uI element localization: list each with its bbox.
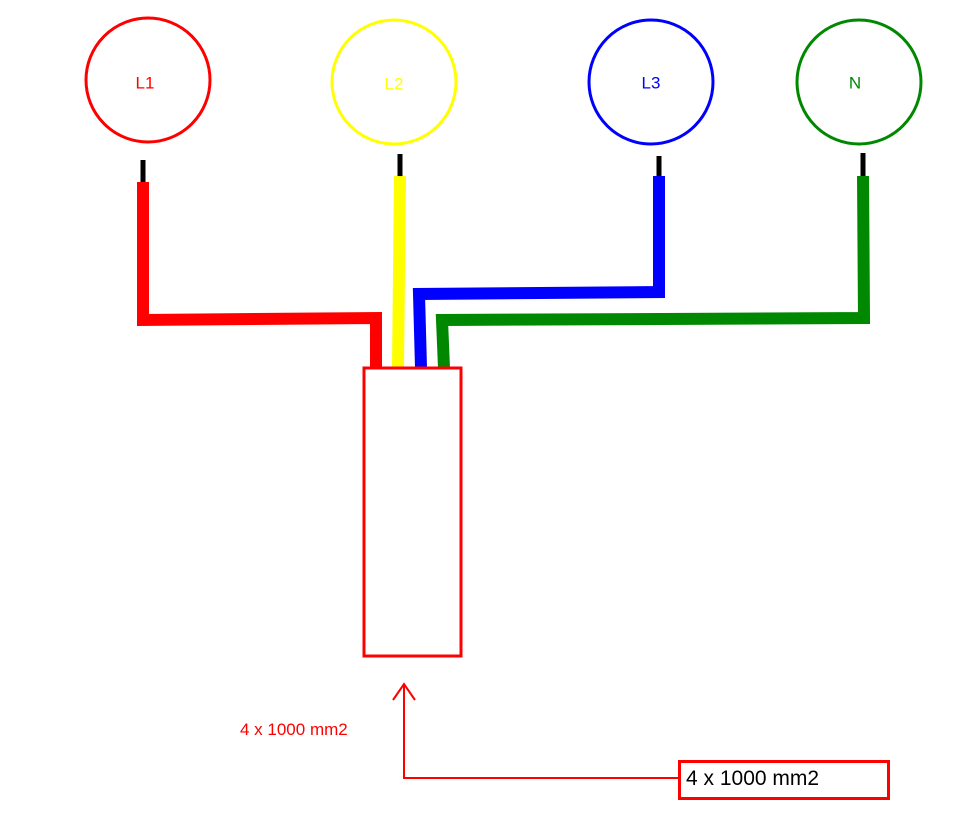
cable-arrow-line	[403, 684, 678, 779]
cable-note: 4 x 1000 mm2	[240, 720, 348, 739]
terminal-l1-circle	[84, 16, 212, 144]
conductor-l2	[392, 175, 406, 369]
cable-arrow-head	[392, 682, 416, 701]
conductor-n	[435, 175, 871, 369]
cable-spec-box: 4 x 1000 mm2	[678, 760, 890, 800]
terminal-l2-circle	[330, 18, 458, 146]
terminal-l3-label: L3	[642, 73, 661, 92]
conductor-l3	[412, 176, 665, 369]
terminal-n-label: N	[849, 73, 861, 92]
cable-entry-box	[362, 366, 463, 658]
conductor-l1	[137, 182, 382, 368]
terminal-l1-label: L1	[136, 73, 155, 92]
terminal-l3-circle	[587, 18, 715, 146]
terminal-n-circle	[795, 18, 923, 146]
cable-spec-label: 4 x 1000 mm2	[686, 767, 820, 790]
terminal-l2-label: L2	[385, 74, 404, 93]
